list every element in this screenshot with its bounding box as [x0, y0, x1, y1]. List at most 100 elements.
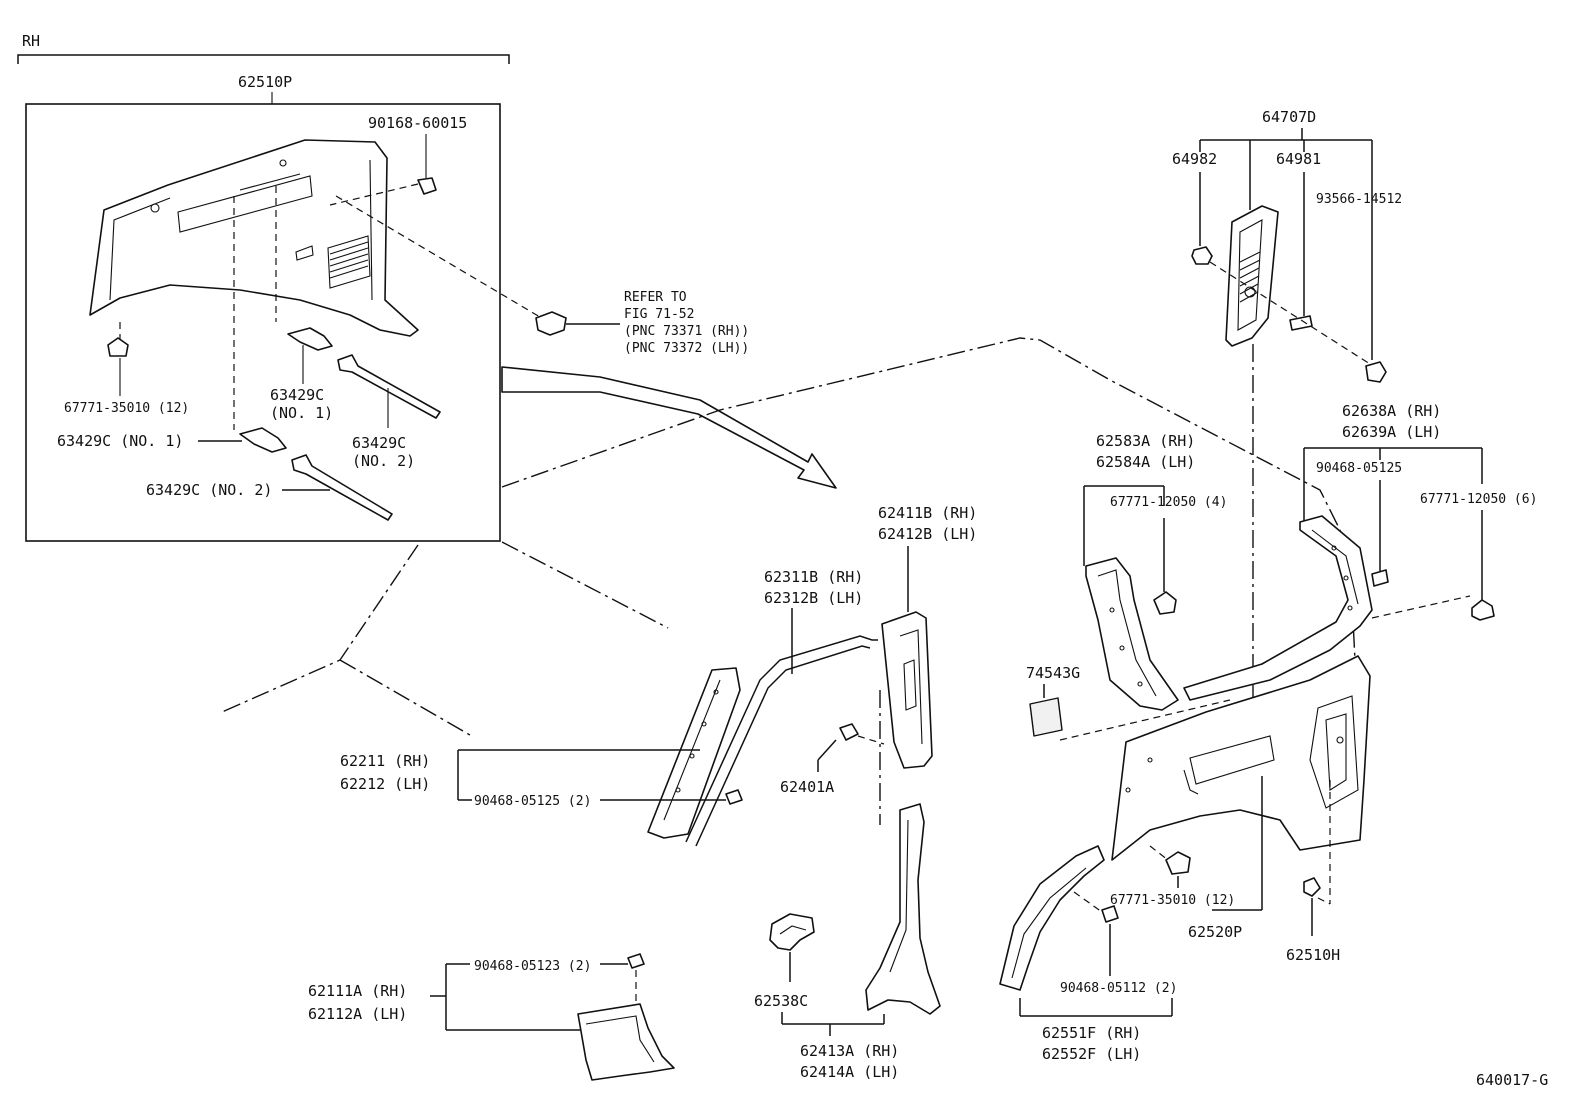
label-74543G	[1029, 697, 1063, 737]
group-62401A: 62401A	[780, 723, 885, 796]
part-62311B: 62311B (RH)	[764, 568, 863, 586]
part-62584A: 62584A (LH)	[1096, 453, 1195, 471]
back-door-trim-64707D	[1225, 205, 1279, 347]
group-62520P: 67771-35010 (12) 62520P	[1110, 655, 1371, 941]
clip-64981	[1289, 315, 1313, 331]
part-90468-05112: 90468-05112 (2)	[1060, 981, 1177, 996]
clip-90468-05112	[1101, 905, 1119, 923]
connector-part	[535, 311, 567, 336]
part-63429C-no1-a: 63429C	[270, 386, 324, 404]
quarter-trim-panel-62520P	[1111, 655, 1371, 861]
part-62414A: 62414A (LH)	[800, 1063, 899, 1081]
part-62111A: 62111A (RH)	[308, 982, 407, 1000]
strap-63429C-no2-b	[291, 454, 393, 521]
clip-62510H	[1303, 877, 1321, 897]
part-67771-12050-4: 67771-12050 (4)	[1110, 495, 1227, 510]
vehicle-outline	[221, 337, 1361, 736]
refer-line-2: FIG 71-52	[624, 307, 694, 322]
pillar-trim-62583A	[1085, 557, 1179, 711]
center-pillar-lower-62413A	[865, 803, 941, 1015]
part-62639A: 62639A (LH)	[1342, 423, 1441, 441]
part-62638A: 62638A (RH)	[1342, 402, 1441, 420]
quarter-trim-panel-rh	[89, 139, 419, 337]
door-weatherstrip-62311B	[685, 635, 878, 843]
part-67771-12050-6: 67771-12050 (6)	[1420, 492, 1537, 507]
part-62401A: 62401A	[780, 778, 834, 796]
inset-frame	[25, 103, 501, 542]
group-62551F: 90468-05112 (2) 62551F (RH) 62552F (LH)	[999, 845, 1177, 1063]
part-62413A: 62413A (RH)	[800, 1042, 899, 1060]
refer-line-4: (PNC 73372 (LH))	[624, 341, 749, 356]
part-64982: 64982	[1172, 150, 1217, 168]
part-90468-05123: 90468-05123 (2)	[474, 959, 591, 974]
group-62411B: 62411B (RH) 62412B (LH)	[878, 504, 977, 825]
screw-93566	[1365, 361, 1387, 383]
part-93566-14512: 93566-14512	[1316, 192, 1402, 207]
strap-63429C-no2-a	[337, 354, 441, 419]
part-67771-35010-top: 67771-35010 (12)	[64, 401, 189, 416]
part-62411B: 62411B (RH)	[878, 504, 977, 522]
refer-line-1: REFER TO	[624, 290, 687, 305]
fastener-67771-35010-top	[107, 337, 129, 357]
part-62510H: 62510H	[1286, 946, 1340, 964]
clip-90468-05123	[627, 953, 645, 969]
part-62510P: 62510P	[238, 73, 292, 91]
part-62412B: 62412B (LH)	[878, 525, 977, 543]
group-62510H: 62510H	[1286, 780, 1340, 964]
big-arrow	[501, 366, 837, 489]
clip-62401A	[839, 723, 859, 741]
part-62538C: 62538C	[754, 992, 808, 1010]
refer-to-group: REFER TO FIG 71-52 (PNC 73371 (RH)) (PNC…	[535, 290, 749, 356]
rh-bracket	[17, 54, 510, 64]
section-label: RH	[22, 32, 40, 50]
group-62413A: 62538C 62413A (RH) 62414A (LH)	[754, 803, 941, 1081]
group-62311B: 62311B (RH) 62312B (LH)	[685, 568, 878, 847]
rh-inset-group: RH 62510P 90168-60015 67	[17, 32, 546, 542]
part-62312B: 62312B (LH)	[764, 589, 863, 607]
part-90468-05125-r: 90468-05125	[1316, 461, 1402, 476]
screw-64982	[1191, 246, 1213, 265]
window-opening	[1309, 695, 1359, 809]
part-62520P: 62520P	[1188, 923, 1242, 941]
part-63429C-no2-b: 63429C (NO. 2)	[146, 481, 272, 499]
part-63429C-no2-a: 63429C	[352, 434, 406, 452]
clip-63429C-no1-b	[239, 427, 287, 453]
cowl-side-trim-62111A	[577, 1003, 675, 1081]
part-90468-05125-2: 90468-05125 (2)	[474, 794, 591, 809]
fastener-67771-12050-6	[1471, 599, 1495, 621]
part-74543G: 74543G	[1026, 664, 1080, 682]
part-64707D: 64707D	[1262, 108, 1316, 126]
figure-id: 640017-G	[1476, 1071, 1548, 1089]
part-63429C-no2-a-sub: (NO. 2)	[352, 452, 415, 470]
part-62583A: 62583A (RH)	[1096, 432, 1195, 450]
fastener-67771-12050-4	[1153, 591, 1177, 615]
pillar-trim-62638A	[1183, 515, 1373, 701]
group-62583A: 62583A (RH) 62584A (LH) 67771-12050 (4)	[1083, 432, 1227, 711]
part-63429C-no1-b: 63429C (NO. 1)	[57, 432, 183, 450]
clip-90468-05125-l	[725, 789, 743, 805]
group-64707D: 64707D 64982 64981 93566-14512	[1172, 108, 1402, 383]
clip-63429C-no1-a	[287, 327, 333, 351]
front-pillar-trim-62211	[647, 667, 741, 839]
part-62112A: 62112A (LH)	[308, 1005, 407, 1023]
group-62111A: 90468-05123 (2) 62111A (RH) 62112A (LH)	[308, 953, 675, 1081]
vent-grille	[327, 235, 371, 289]
part-64981: 64981	[1276, 150, 1321, 168]
clip-90468-05125-r	[1371, 569, 1389, 587]
group-62211: 62211 (RH) 62212 (LH) 90468-05125 (2)	[340, 667, 743, 839]
scuff-plate-62551F	[999, 845, 1105, 991]
part-90168-60015: 90168-60015	[368, 114, 467, 132]
group-62638A: 62638A (RH) 62639A (LH) 90468-05125 6777…	[1183, 402, 1537, 701]
clip-90168	[417, 177, 437, 195]
part-62212: 62212 (LH)	[340, 775, 430, 793]
pad-62538C	[769, 913, 815, 951]
part-62551F: 62551F (RH)	[1042, 1024, 1141, 1042]
part-67771-35010-bot: 67771-35010 (12)	[1110, 893, 1235, 908]
part-63429C-no1-a-sub: (NO. 1)	[270, 404, 333, 422]
part-62552F: 62552F (LH)	[1042, 1045, 1141, 1063]
refer-line-3: (PNC 73371 (RH))	[624, 324, 749, 339]
fastener-67771-35010-bot	[1165, 851, 1191, 875]
group-74543G: 74543G	[1026, 664, 1231, 741]
part-62211: 62211 (RH)	[340, 752, 430, 770]
